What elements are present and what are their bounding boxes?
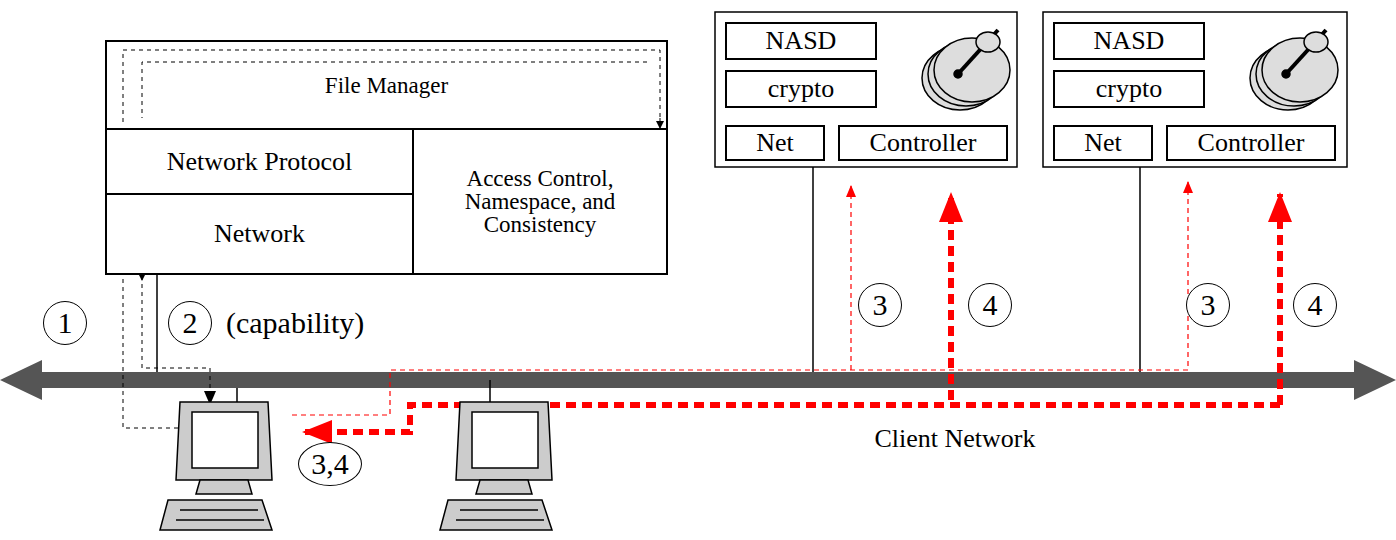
callout-number: 4	[1293, 283, 1337, 327]
component-box: crypto	[1053, 70, 1205, 108]
component-box: NASD	[725, 22, 877, 60]
box-label: File Manager	[107, 42, 666, 128]
component-box: crypto	[725, 70, 877, 108]
component-box: NASD	[1053, 22, 1205, 60]
box-label: crypto	[1096, 76, 1162, 102]
component-box: Net	[1053, 125, 1153, 161]
box-label: NASD	[766, 28, 837, 54]
sub-box: Network Protocol	[105, 128, 414, 195]
component-box: Controller	[838, 125, 1008, 161]
sub-box: Access Control, Namespace, and Consisten…	[412, 128, 668, 275]
annotation: (capability)	[222, 304, 368, 342]
box-label: crypto	[768, 76, 834, 102]
box-label: Net	[756, 130, 794, 156]
callout-number: 3	[858, 283, 902, 327]
callout-number: 2	[168, 301, 212, 345]
callout-number: 3,4	[298, 442, 362, 486]
box-label: NASD	[1094, 28, 1165, 54]
component-box: Controller	[1166, 125, 1336, 161]
box-label: Controller	[1198, 130, 1305, 156]
callout-number: 3	[1186, 283, 1230, 327]
box-label: Network Protocol	[167, 149, 353, 175]
box-label: Controller	[870, 130, 977, 156]
sub-box: Network	[105, 193, 414, 275]
box-label: Access Control, Namespace, and Consisten…	[414, 167, 666, 236]
component-box: File ManagerNetwork ProtocolNetwork Acces…	[105, 40, 668, 273]
box-label: Network	[214, 221, 305, 247]
annotation: Client Network	[870, 422, 1039, 456]
callout-number: 1	[43, 301, 87, 345]
callout-number: 4	[968, 283, 1012, 327]
box-label: Net	[1084, 130, 1122, 156]
component-box: Net	[725, 125, 825, 161]
